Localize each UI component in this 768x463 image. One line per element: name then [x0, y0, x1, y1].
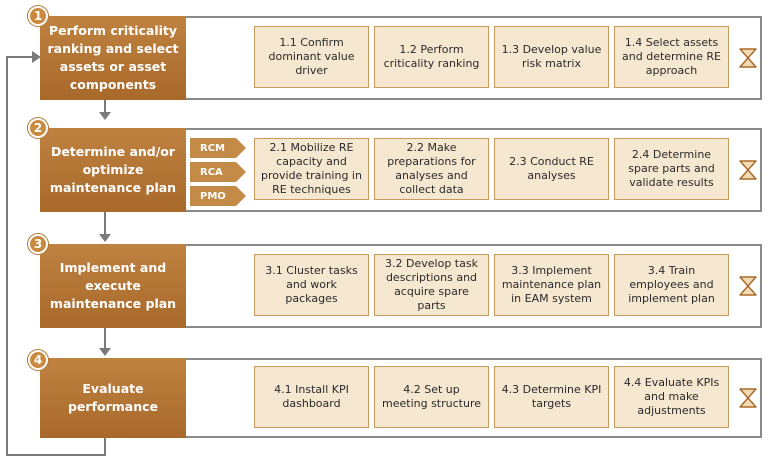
hourglass-icon: [739, 48, 757, 68]
stage-2-number: 2: [28, 118, 48, 138]
step-4-2: 4.2 Set up meeting structure: [374, 366, 489, 428]
feedback-loop-bottom: [6, 454, 106, 456]
step-3-1: 3.1 Cluster tasks and work packages: [254, 254, 369, 316]
step-3-4: 3.4 Train employees and implement plan: [614, 254, 729, 316]
stage-3-to-4-arrow: [99, 348, 111, 356]
step-1-4: 1.4 Select assets and determine RE appro…: [614, 26, 729, 88]
stage-2-to-3-line: [104, 212, 106, 236]
step-3-3: 3.3 Implement maintenance plan in EAM sy…: [494, 254, 609, 316]
stage-1-title: Perform criticality ranking and select a…: [40, 16, 186, 100]
step-1-3: 1.3 Develop value risk matrix: [494, 26, 609, 88]
step-1-1: 1.1 Confirm dominant value driver: [254, 26, 369, 88]
feedback-loop-vertical: [6, 56, 8, 456]
stage-3-title: Implement and execute maintenance plan: [40, 244, 186, 328]
step-4-1: 4.1 Install KPI dashboard: [254, 366, 369, 428]
step-3-2: 3.2 Develop task descriptions and acquir…: [374, 254, 489, 316]
stage-3-to-4-line: [104, 328, 106, 350]
step-2-2: 2.2 Make preparations for analyses and c…: [374, 138, 489, 200]
step-2-1: 2.1 Mobilize RE capacity and provide tra…: [254, 138, 369, 200]
feedback-loop-arrow: [32, 51, 41, 63]
step-4-4: 4.4 Evaluate KPIs and make adjustments: [614, 366, 729, 428]
tag-rca: RCA: [190, 162, 246, 182]
feedback-loop-top: [6, 56, 34, 58]
hourglass-icon: [739, 160, 757, 180]
hourglass-icon: [739, 388, 757, 408]
stage-4-title: Evaluate performance: [40, 358, 186, 438]
stage-1-to-2-arrow: [99, 112, 111, 120]
step-1-2: 1.2 Perform criticality ranking: [374, 26, 489, 88]
stage-2-title: Determine and/or optimize maintenance pl…: [40, 128, 186, 212]
step-2-3: 2.3 Conduct RE analyses: [494, 138, 609, 200]
stage-4-number: 4: [28, 350, 48, 370]
step-2-4: 2.4 Determine spare parts and validate r…: [614, 138, 729, 200]
hourglass-icon: [739, 276, 757, 296]
feedback-loop-riser: [104, 438, 106, 456]
stage-2-to-3-arrow: [99, 234, 111, 242]
stage-3-number: 3: [28, 234, 48, 254]
stage-1-to-2-line: [104, 100, 106, 114]
tag-pmo: PMO: [190, 186, 246, 206]
tag-rcm: RCM: [190, 138, 246, 158]
step-4-3: 4.3 Determine KPI targets: [494, 366, 609, 428]
stage-1-number: 1: [28, 6, 48, 26]
